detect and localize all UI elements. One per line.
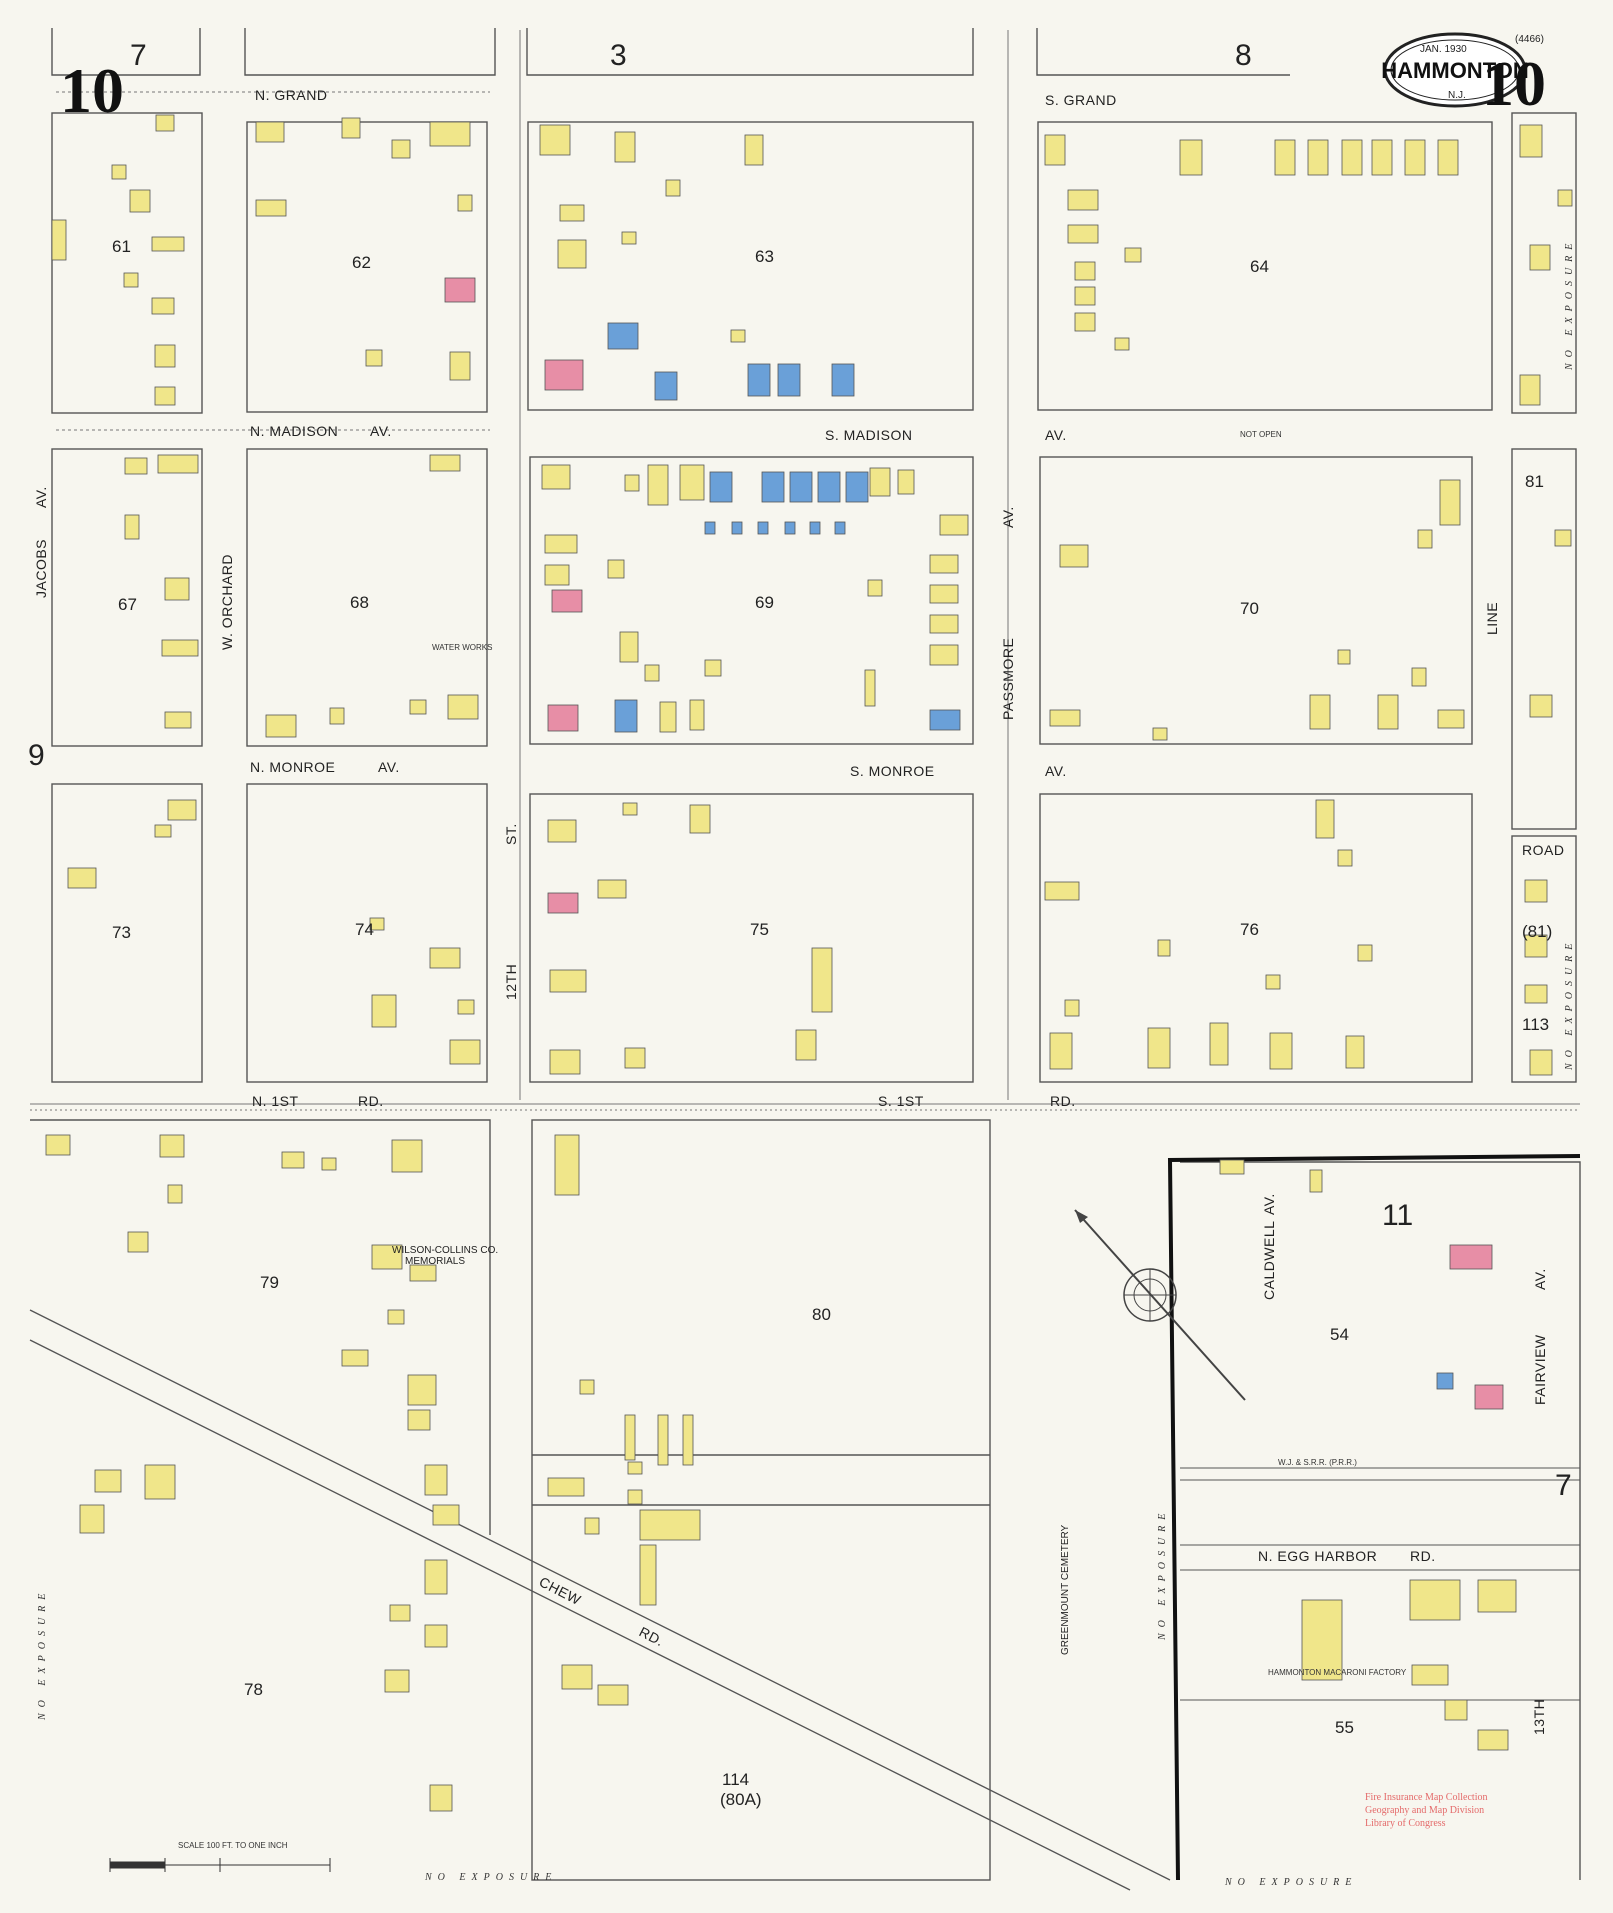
adjacent-sheet-8: 8 [1235,39,1252,72]
street-n-egg-harbor: N. EGG HARBOR [1258,1548,1377,1564]
town-name: HAMMONTON [1381,58,1528,83]
map-date: JAN. 1930 [1420,44,1467,55]
block-76: 76 [1240,920,1259,939]
block-outlines [51,112,1577,1083]
no-exposure-bottom-right: NO EXPOSURE [1224,1877,1357,1888]
block-74: 74 [355,920,374,939]
block-55: 55 [1335,1718,1354,1737]
state-name: N.J. [1448,90,1466,101]
water-works-label: WATER WORKS [432,643,492,652]
street-n-egg-harbor-rd: RD. [1410,1548,1436,1564]
street-w-orchard: W. ORCHARD [219,554,235,650]
street-fairview-av: AV. [1532,1268,1548,1290]
chew-road [29,1309,1171,1891]
street-passmore-av: AV. [1000,506,1016,528]
adjacent-sheet-7-top: 7 [130,39,147,72]
street-n-madison-av: AV. [370,423,392,439]
scale-bar [109,1858,331,1872]
memorials-label: MEMORIALS [405,1256,465,1267]
no-exposure-right-mid: NO EXPOSURE [1564,938,1575,1071]
street-not-open: NOT OPEN [1240,430,1282,439]
block-61: 61 [112,237,131,256]
block-68: 68 [350,593,369,612]
block-63: 63 [755,247,774,266]
title-cartouche [1383,32,1527,108]
compass-rose-icon [1074,1209,1246,1401]
block-78: 78 [244,1680,263,1699]
street-jacobs-av: AV. [33,486,49,508]
adjacent-sheet-11: 11 [1382,1199,1413,1232]
block-54: 54 [1330,1325,1349,1344]
no-exposure-right-top: NO EXPOSURE [1564,238,1575,371]
credit-line-2: Geography and Map Division [1365,1805,1484,1816]
street-s-madison-av: AV. [1045,427,1067,443]
dwelling-buildings [45,114,1573,1812]
sheet-number-left: 10 [60,55,124,126]
concrete-buildings [607,322,1454,1390]
street-s-first: S. 1ST [878,1093,924,1109]
street-n-grand: N. GRAND [255,87,327,103]
adjacent-sheet-7-right: 7 [1555,1469,1572,1502]
wilson-collins-label: WILSON-COLLINS CO. [392,1245,498,1256]
street-12th: 12TH [503,964,519,1000]
street-n-monroe-av: AV. [378,759,400,775]
adjacent-sheet-borders [51,28,1290,76]
block-69: 69 [755,593,774,612]
block-62: 62 [352,253,371,272]
street-s-first-rd: RD. [1050,1093,1076,1109]
street-lines [30,30,1580,1111]
sheet-ref: (4466) [1515,34,1544,45]
macaroni-factory-label: HAMMONTON MACARONI FACTORY [1268,1668,1407,1677]
adjacent-sheet-3: 3 [610,39,627,72]
lower-blocks [30,1119,1581,1881]
street-fairview: FAIRVIEW [1532,1334,1548,1405]
block-81-ref: (81) [1522,922,1552,941]
block-73: 73 [112,923,131,942]
block-80a: (80A) [720,1790,762,1809]
block-81: 81 [1525,472,1544,491]
street-n-first: N. 1ST [252,1093,299,1109]
no-exposure-bottom-left: NO EXPOSURE [424,1872,557,1883]
sheet-11-boundary [1167,1154,1581,1881]
street-road: ROAD [1522,842,1564,858]
greenmount-cemetery: GREENMOUNT CEMETERY [1060,1524,1071,1655]
block-113: 113 [1522,1015,1549,1034]
street-n-monroe: N. MONROE [250,759,335,775]
street-line: LINE [1484,602,1500,635]
street-s-monroe: S. MONROE [850,763,935,779]
street-12th-st: ST. [503,823,519,845]
credit-line-3: Library of Congress [1365,1818,1446,1829]
block-114: 114 [722,1770,749,1789]
sheet-number-right: 10 [1482,48,1546,119]
block-75: 75 [750,920,769,939]
street-n-first-rd: RD. [358,1093,384,1109]
no-exposure-middle: NO EXPOSURE [1157,1508,1168,1641]
street-chew: CHEW [537,1573,584,1608]
railroad-label: W.J. & S.R.R. (P.R.R.) [1278,1458,1357,1467]
street-n-madison: N. MADISON [250,423,338,439]
street-s-grand: S. GRAND [1045,92,1117,108]
street-caldwell-av: AV. [1261,1193,1277,1215]
street-jacobs: JACOBS [33,539,49,598]
block-79: 79 [260,1273,279,1292]
street-caldwell: CALDWELL [1261,1221,1277,1300]
scale-label: SCALE 100 FT. TO ONE INCH [178,1841,288,1850]
street-s-madison: S. MADISON [825,427,912,443]
railroad [1180,1467,1580,1701]
block-67: 67 [118,595,137,614]
block-64: 64 [1250,257,1269,276]
street-passmore: PASSMORE [1000,638,1016,720]
block-70: 70 [1240,599,1259,618]
street-13th: 13TH [1531,1699,1547,1735]
street-s-monroe-av: AV. [1045,763,1067,779]
credit-line-1: Fire Insurance Map Collection [1365,1792,1487,1803]
no-exposure-left: NO EXPOSURE [37,1588,48,1721]
brick-buildings [444,277,1504,1410]
block-80: 80 [812,1305,831,1324]
adjacent-sheet-9: 9 [28,739,45,772]
